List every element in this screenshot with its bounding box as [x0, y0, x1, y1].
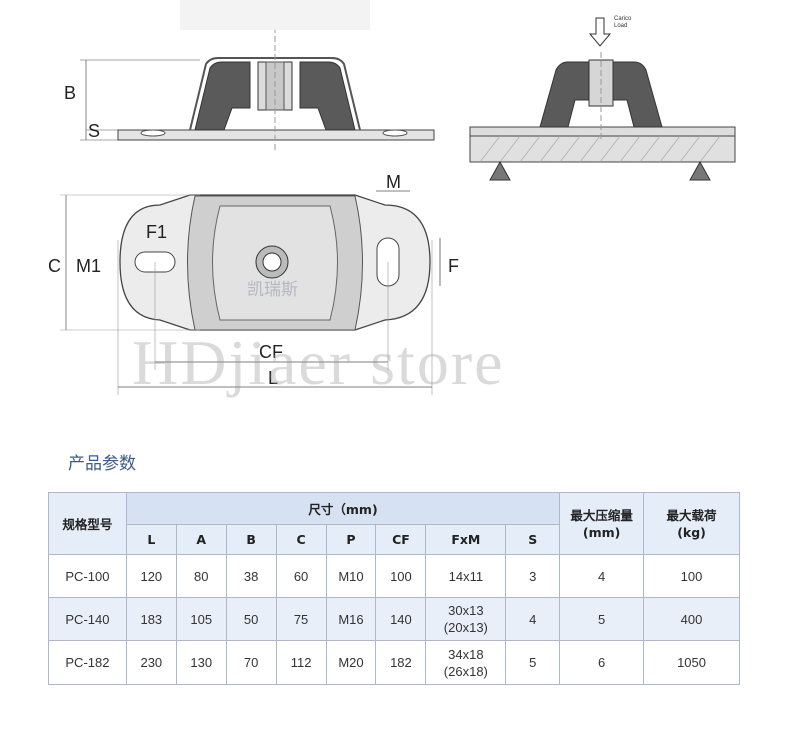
dim-label-m: M — [386, 172, 401, 192]
cell-s: 3 — [505, 554, 561, 598]
cell-l: 230 — [125, 640, 177, 685]
dim-label-c: C — [48, 256, 61, 276]
dim-label-m1: M1 — [76, 256, 102, 276]
cell-compression: 6 — [559, 640, 645, 685]
cell-a: 130 — [175, 640, 227, 685]
cell-cf: 140 — [375, 597, 427, 641]
cell-compression: 5 — [559, 597, 645, 641]
cell-b: 70 — [225, 640, 277, 685]
cell-cf: 182 — [375, 640, 427, 685]
table-row: PC-182 230 130 70 112 M20 182 34x18 (26x… — [48, 640, 740, 685]
cell-fxm-line2: (26x18) — [443, 663, 488, 679]
header-max-load-label: 最大载荷 — [666, 507, 717, 523]
section-title: 产品参数 — [68, 454, 136, 474]
cell-c: 112 — [275, 640, 327, 685]
cell-b: 50 — [225, 597, 277, 641]
header-max-compression: 最大压缩量 (mm) — [559, 492, 645, 555]
cell-c: 75 — [275, 597, 327, 641]
load-label-line2: Load — [614, 23, 628, 29]
cell-model: PC-140 — [48, 597, 127, 641]
loaded-section-view — [469, 17, 736, 181]
header-size-group: 尺寸（mm) — [125, 492, 561, 525]
cell-a: 80 — [175, 554, 227, 598]
col-header-fxm: FxM — [425, 524, 507, 555]
dim-label-f1: F1 — [146, 222, 168, 242]
load-label-line1: Carico — [614, 16, 632, 22]
cell-a: 105 — [175, 597, 227, 641]
header-max-compression-label: 最大压缩量 — [570, 507, 633, 523]
col-header-p: P — [325, 524, 377, 555]
cell-l: 120 — [125, 554, 177, 598]
cell-model: PC-182 — [48, 640, 127, 685]
table-row: PC-140 183 105 50 75 M16 140 30x13 (20x1… — [48, 597, 740, 641]
header-model: 规格型号 — [48, 492, 127, 555]
cell-load: 400 — [643, 597, 740, 641]
cell-model: PC-100 — [48, 554, 127, 598]
cell-fxm-line1: 34x18 — [448, 646, 484, 662]
cell-p: M20 — [325, 640, 377, 685]
cell-s: 5 — [505, 640, 561, 685]
cell-fxm-line1: 30x13 — [448, 603, 484, 618]
cell-s: 4 — [505, 597, 561, 641]
dim-label-f: F — [448, 256, 459, 276]
plan-view — [60, 190, 441, 395]
dim-label-cf: CF — [259, 342, 283, 362]
cell-fxm-line2: (20x13) — [443, 620, 488, 635]
load-note: Carico Load — [614, 16, 631, 30]
col-header-c: C — [275, 524, 327, 555]
col-header-a: A — [175, 524, 227, 555]
col-header-cf: CF — [375, 524, 427, 555]
cell-p: M16 — [325, 597, 377, 641]
col-header-l: L — [125, 524, 177, 555]
spec-table: 规格型号 尺寸（mm) 最大压缩量 (mm) 最大载荷 (kg) L A B C… — [48, 492, 740, 685]
cell-load: 100 — [643, 554, 740, 598]
cell-compression: 4 — [559, 554, 645, 598]
table-row: PC-100 120 80 38 60 M10 100 14x11 3 4 10… — [48, 554, 740, 598]
header-max-load: 最大载荷 (kg) — [643, 492, 740, 555]
cell-fxm: 30x13 (20x13) — [425, 597, 507, 641]
cell-l: 183 — [125, 597, 177, 641]
cell-cf: 100 — [375, 554, 427, 598]
cell-b: 38 — [225, 554, 277, 598]
header-max-load-unit: (kg) — [677, 524, 706, 540]
cell-p: M10 — [325, 554, 377, 598]
cell-fxm-line1: 14x11 — [448, 568, 484, 584]
mount-drawings — [60, 0, 736, 395]
brand-watermark: 凯瑞斯 — [247, 280, 298, 300]
cell-fxm: 14x11 — [425, 554, 507, 598]
header-max-compression-unit: (mm) — [582, 524, 621, 540]
dim-label-s: S — [88, 121, 101, 141]
col-header-b: B — [225, 524, 277, 555]
dim-label-l: L — [268, 368, 279, 388]
cell-c: 60 — [275, 554, 327, 598]
store-watermark: HDjiaer store — [132, 327, 505, 398]
col-header-s: S — [505, 524, 561, 555]
dim-label-b: B — [64, 83, 77, 103]
cell-fxm: 34x18 (26x18) — [425, 640, 507, 685]
side-section-view — [80, 0, 435, 150]
cell-load: 1050 — [643, 640, 740, 685]
